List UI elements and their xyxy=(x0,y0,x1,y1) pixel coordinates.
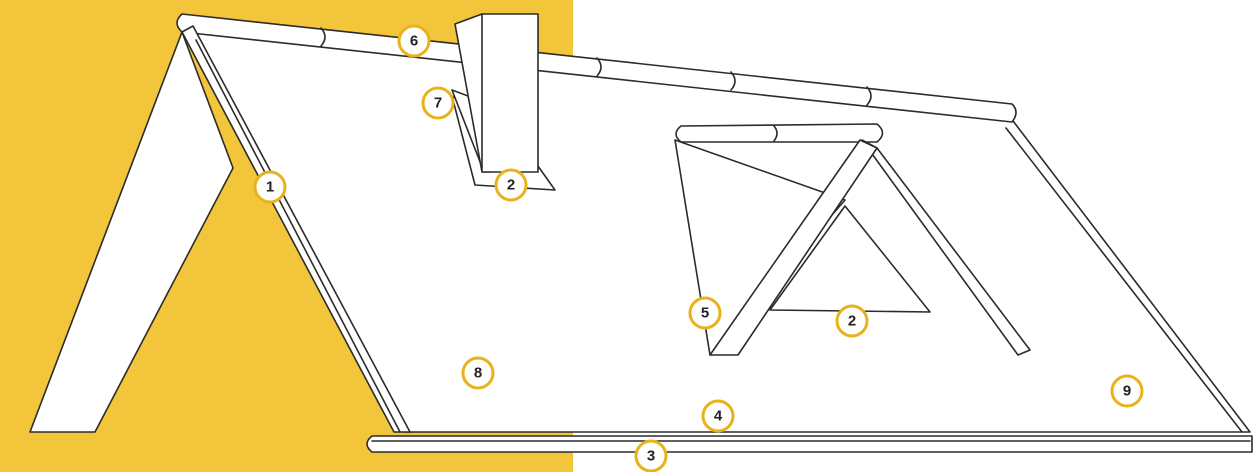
marker-5: 5 xyxy=(688,296,722,330)
chimney xyxy=(451,13,556,191)
marker-9-label: 9 xyxy=(1123,383,1131,400)
ridge-cap xyxy=(176,13,1017,123)
marker-8-label: 8 xyxy=(474,365,482,382)
marker-1: 1 xyxy=(253,170,287,204)
marker-9: 9 xyxy=(1110,374,1144,408)
marker-1-label: 1 xyxy=(266,179,274,196)
left-rake-inner-line xyxy=(195,39,401,433)
marker-4: 4 xyxy=(701,399,735,433)
marker-4-label: 4 xyxy=(714,408,723,425)
marker-7: 7 xyxy=(421,86,455,120)
marker-6: 6 xyxy=(397,24,431,58)
right-rake-line xyxy=(1005,127,1243,433)
left-rake-trim xyxy=(181,25,411,433)
marker-2-chimney-label: 2 xyxy=(507,177,515,194)
marker-3: 3 xyxy=(634,439,668,472)
marker-7-label: 7 xyxy=(434,95,442,112)
marker-2-dormer: 2 xyxy=(835,304,869,338)
marker-2-dormer-label: 2 xyxy=(848,313,856,330)
marker-6-label: 6 xyxy=(410,33,418,50)
marker-5-label: 5 xyxy=(701,305,709,322)
gutter xyxy=(366,435,1253,453)
left-gable-face xyxy=(29,31,234,433)
marker-3-label: 3 xyxy=(647,448,655,465)
dormer xyxy=(674,123,1031,356)
marker-8: 8 xyxy=(461,356,495,390)
marker-2-chimney: 2 xyxy=(494,168,528,202)
